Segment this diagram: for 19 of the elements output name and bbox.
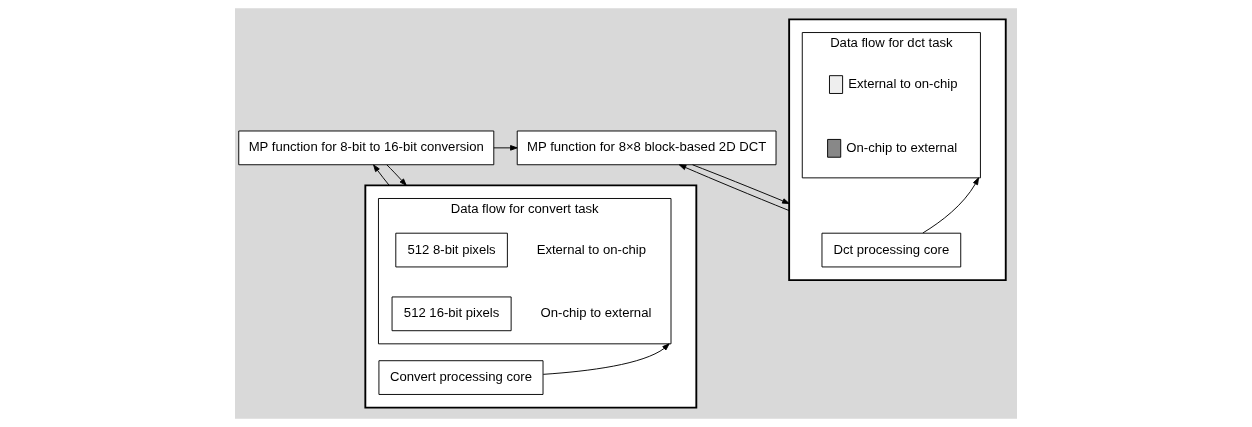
- node-box: MP function for 8-bit to 16-bit conversion: [238, 130, 495, 166]
- cluster: [364, 184, 698, 409]
- arrow: [386, 164, 407, 186]
- legend-label: On-chip to external: [846, 139, 958, 155]
- node-label: On-chip to external: [540, 305, 652, 321]
- legend-label: External to on-chip: [848, 76, 958, 92]
- cluster: [788, 18, 1007, 281]
- node-box: MP function for 8×8 block-based 2D DCT: [516, 130, 777, 166]
- arrow: [373, 164, 390, 186]
- node-label: External to on-chip: [536, 241, 646, 257]
- node-box: Convert processing core: [378, 360, 544, 395]
- arrow: [493, 145, 518, 151]
- arrow: [542, 343, 670, 375]
- arrow: [922, 177, 980, 234]
- node-box: Dct processing core: [821, 232, 962, 268]
- arrow: [678, 164, 790, 212]
- arrow: [692, 164, 790, 204]
- node-box: 512 16-bit pixels: [391, 296, 512, 332]
- node-box: 512 8-bit pixels: [395, 232, 508, 268]
